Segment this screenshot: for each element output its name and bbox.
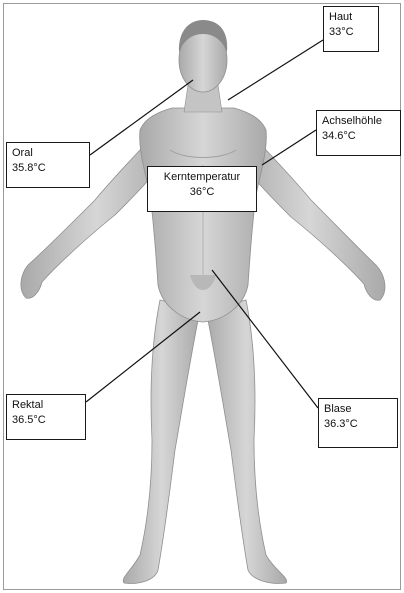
label-blase-name: Blase — [324, 402, 392, 417]
label-haut: Haut 33°C — [323, 6, 379, 52]
label-kern-temp: 36°C — [153, 185, 251, 200]
label-kern-name: Kerntemperatur — [153, 170, 251, 185]
leader-achsel — [262, 130, 316, 165]
label-oral: Oral 35.8°C — [6, 142, 90, 188]
label-kern: Kerntemperatur 36°C — [147, 166, 257, 212]
label-achsel-temp: 34.6°C — [322, 129, 395, 144]
label-blase-temp: 36.3°C — [324, 417, 392, 432]
label-achsel-name: Achselhöhle — [322, 114, 395, 129]
label-achsel: Achselhöhle 34.6°C — [316, 110, 401, 156]
right-leg — [206, 300, 287, 583]
label-haut-temp: 33°C — [329, 25, 373, 40]
label-haut-name: Haut — [329, 10, 373, 25]
label-rektal-name: Rektal — [12, 398, 80, 413]
label-oral-temp: 35.8°C — [12, 161, 84, 176]
label-blase: Blase 36.3°C — [318, 398, 398, 448]
label-rektal: Rektal 36.5°C — [6, 394, 86, 440]
label-oral-name: Oral — [12, 146, 84, 161]
label-rektal-temp: 36.5°C — [12, 413, 80, 428]
leader-haut — [228, 40, 323, 100]
